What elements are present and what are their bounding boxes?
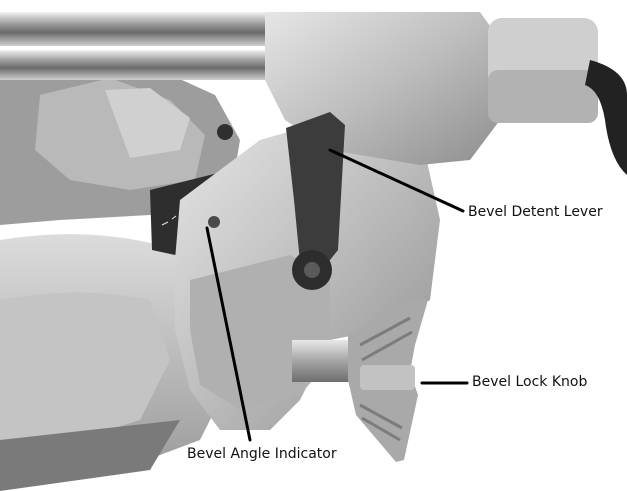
bevel-angle-indicator-label: Bevel Angle Indicator [187,446,337,462]
saw-base-shadow [0,420,180,491]
bevel-lock-knob-label: Bevel Lock Knob [472,374,588,390]
casting-screw-a [208,216,220,228]
detent-lever-screw [304,262,320,278]
lock-knob-handle [360,365,415,390]
casting-screw-b [217,124,233,140]
saw-base-ring [0,292,170,448]
rail-upper [0,12,275,46]
lock-knob-ridges [359,316,413,442]
motor-cap-shade [488,70,598,123]
power-cable [585,60,627,175]
upper-housing-ribs [105,88,190,158]
rail-lower [0,50,275,80]
bevel-detent-lever-label: Bevel Detent Lever [468,204,603,220]
leader-detent-lever [328,148,465,213]
leader-angle-indicator [205,226,252,442]
